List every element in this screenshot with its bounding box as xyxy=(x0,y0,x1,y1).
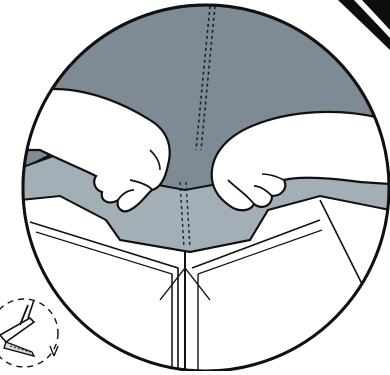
stapler-icon xyxy=(0,299,58,367)
corner-arrow-marker xyxy=(338,0,390,50)
